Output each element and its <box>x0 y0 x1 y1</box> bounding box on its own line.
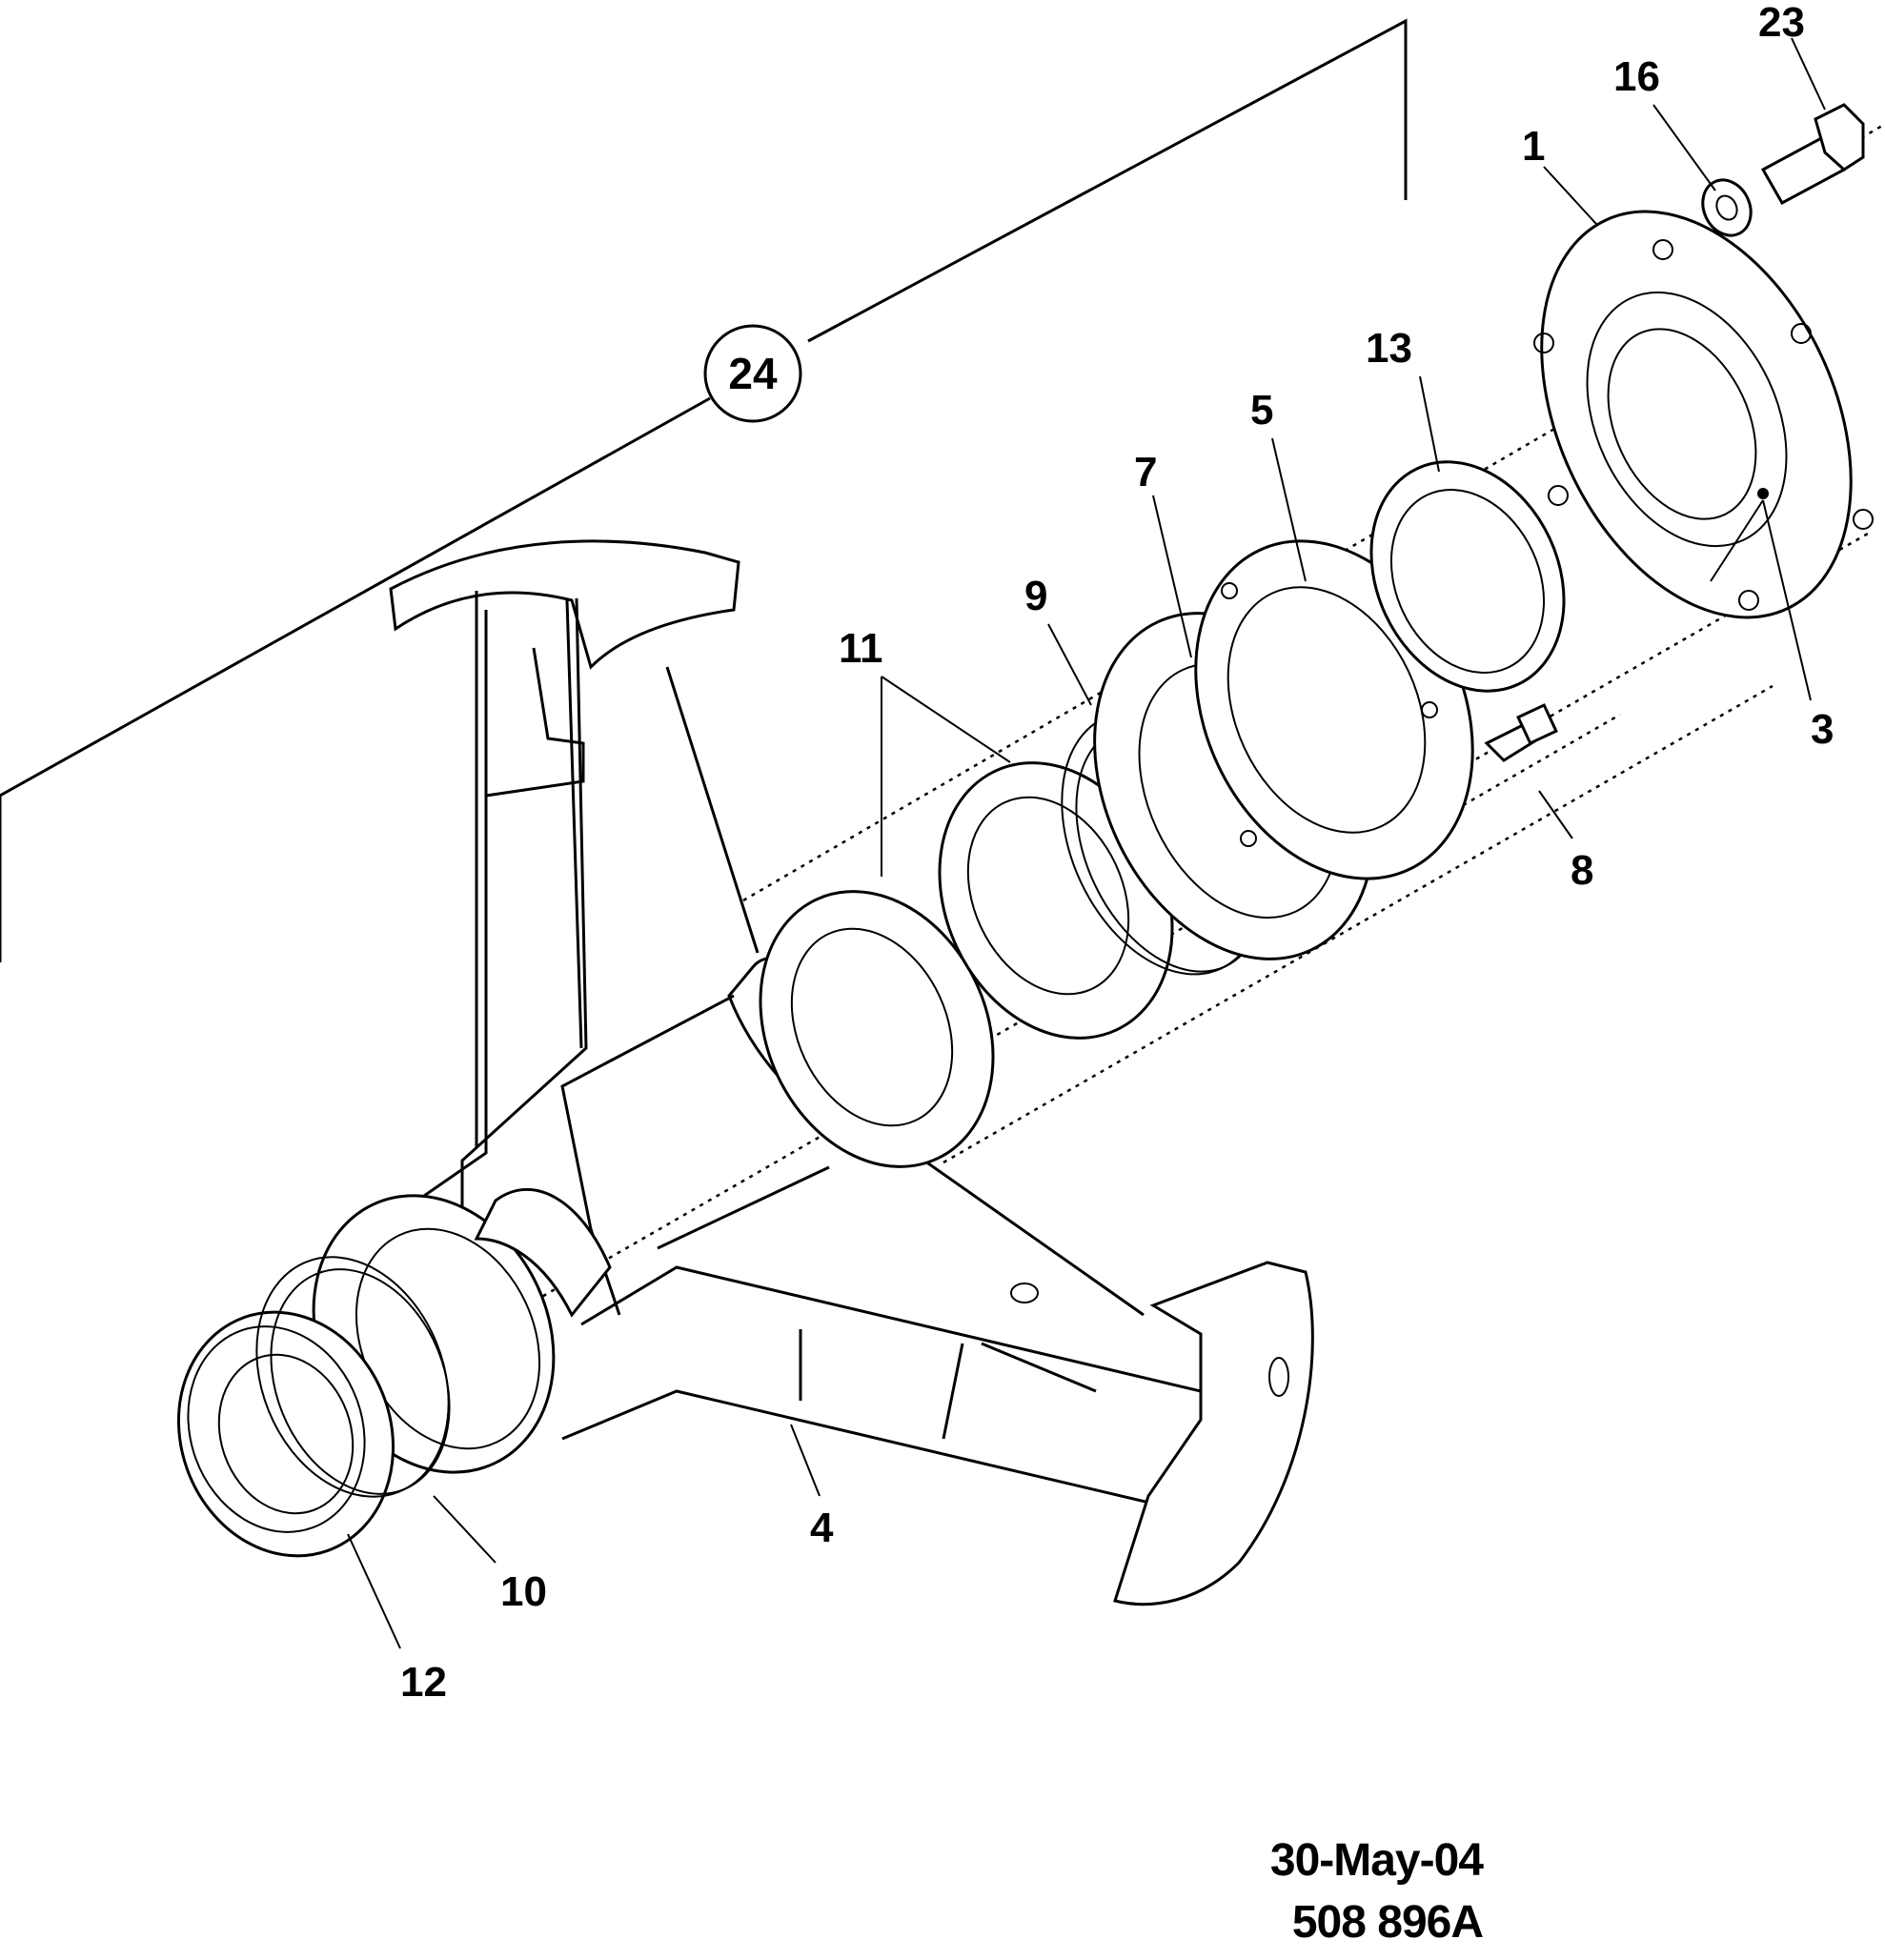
seal-13 <box>1369 460 1566 693</box>
callout-4: 4 <box>810 1505 834 1551</box>
callout-8: 8 <box>1571 847 1593 894</box>
callout-13: 13 <box>1366 325 1412 372</box>
callout-23: 23 <box>1758 0 1805 46</box>
callout-24: 24 <box>728 349 778 398</box>
callout-7: 7 <box>1134 449 1157 495</box>
callout-16: 16 <box>1613 53 1660 100</box>
end-cap-1 <box>1533 210 1874 619</box>
front-bearing-11a <box>759 890 995 1168</box>
callout-3: 3 <box>1811 706 1834 753</box>
callout-10: 10 <box>500 1568 547 1615</box>
snap-ring-10 <box>255 1256 451 1498</box>
leader-lines <box>347 37 1826 1649</box>
washer-16 <box>1701 178 1753 237</box>
callout-5: 5 <box>1250 387 1273 434</box>
assembly-bracket-24 <box>0 18 1408 962</box>
rear-bearing-12 <box>176 1310 395 1558</box>
drawing-date: 30-May-04 <box>1269 1835 1484 1886</box>
callout-12: 12 <box>400 1659 447 1706</box>
assembly-callout-24: 24 <box>703 324 802 423</box>
callout-11: 11 <box>839 625 883 672</box>
callout-1: 1 <box>1522 123 1545 170</box>
bolt-23 <box>1760 103 1865 206</box>
callout-9: 9 <box>1024 573 1047 619</box>
drawing-number: 508 896A <box>1291 1897 1484 1948</box>
screw-8 <box>1484 703 1558 762</box>
